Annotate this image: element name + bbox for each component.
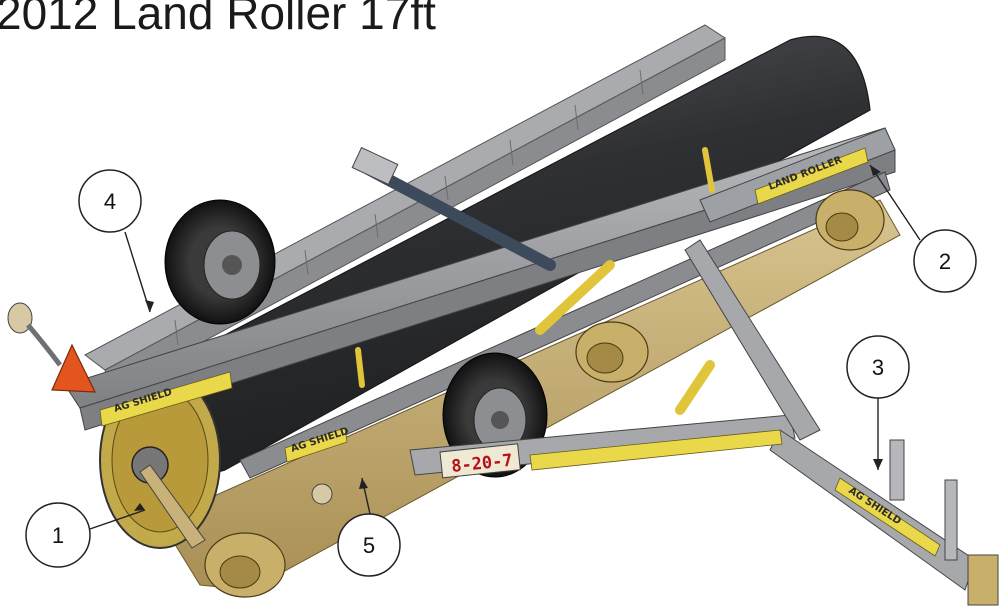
front-frame-rail [64, 127, 896, 479]
leader-line-2 [869, 164, 921, 241]
callout-1: 1 [25, 502, 91, 568]
hydraulic-cylinders [355, 147, 715, 415]
caster-wheel-front-left [204, 532, 286, 598]
caster-wheels [204, 189, 885, 598]
callout-label-2: 2 [939, 249, 951, 274]
caster-wheel-center [575, 321, 649, 383]
hitch-tongue: AG SHIELD 8-20-7 [409, 239, 999, 606]
tail-light [7, 302, 333, 505]
callout-label-4: 4 [104, 189, 116, 214]
callouts: 1 2 3 4 5 [25, 169, 977, 577]
callout-label-1: 1 [52, 523, 64, 548]
leader-line-1 [86, 509, 146, 531]
leader-lines [86, 164, 921, 531]
smv-reflector [51, 343, 96, 393]
lift-axle [351, 146, 556, 271]
caster-wheel-right [815, 189, 885, 251]
callout-2: 2 [913, 229, 977, 293]
callout-3: 3 [846, 335, 910, 399]
leader-line-4 [124, 231, 151, 313]
page-title: 2012 Land Roller 17ft [0, 0, 436, 39]
callout-4: 4 [78, 169, 142, 233]
callout-5: 5 [337, 513, 401, 577]
callout-label-3: 3 [872, 355, 884, 380]
rear-transport-wheel [164, 199, 276, 325]
leader-arrowheads [134, 165, 883, 511]
callout-label-5: 5 [363, 533, 375, 558]
